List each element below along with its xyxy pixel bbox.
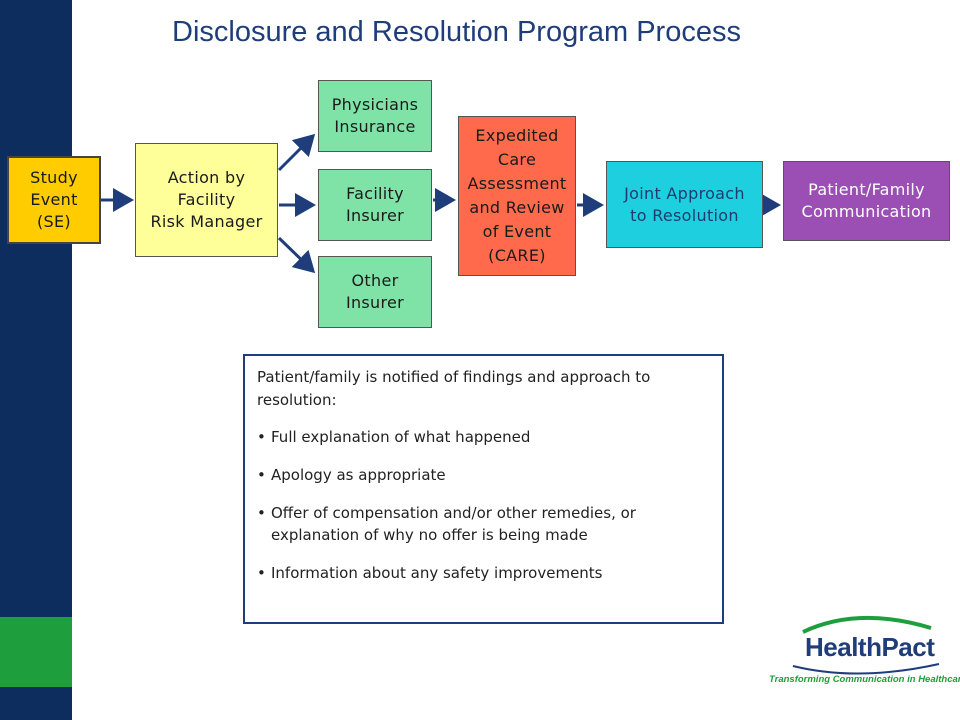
physicians-insurance-box: Physicians Insurance (318, 80, 432, 152)
notification-intro: Patient/family is notified of findings a… (257, 368, 651, 409)
logo-tagline: Transforming Communication in Healthcare (769, 674, 960, 685)
list-item: Offer of compensation and/or other remed… (257, 502, 710, 546)
sidebar-band (0, 0, 72, 617)
list-item: Information about any safety improvement… (257, 562, 710, 584)
sidebar-band-bottom (0, 687, 72, 720)
arrow-action-to-physicians (277, 133, 316, 172)
facility-insurer-box: Facility Insurer (318, 169, 432, 241)
logo-swoosh-icon (792, 616, 940, 675)
list-item: Full explanation of what happened (257, 426, 710, 448)
arrow-action-to-other (277, 236, 316, 274)
logo-name: HealthPact (805, 632, 935, 662)
healthpact-logo: HealthPact Transforming Communication in… (763, 612, 960, 692)
patient-family-communication-box: Patient/Family Communication (783, 161, 950, 241)
action-by-risk-manager-box: Action by Facility Risk Manager (135, 143, 278, 257)
study-event-box: Study Event (SE) (7, 156, 101, 244)
joint-approach-box: Joint Approach to Resolution (606, 161, 763, 248)
list-item: Apology as appropriate (257, 464, 710, 486)
other-insurer-box: Other Insurer (318, 256, 432, 328)
care-review-box: Expedited Care Assessment and Review of … (458, 116, 576, 276)
page-title: Disclosure and Resolution Program Proces… (172, 16, 741, 48)
notification-details-panel: Patient/family is notified of findings a… (243, 354, 724, 624)
notification-bullet-list: Full explanation of what happened Apolog… (257, 426, 710, 584)
sidebar-accent-band (0, 617, 72, 687)
